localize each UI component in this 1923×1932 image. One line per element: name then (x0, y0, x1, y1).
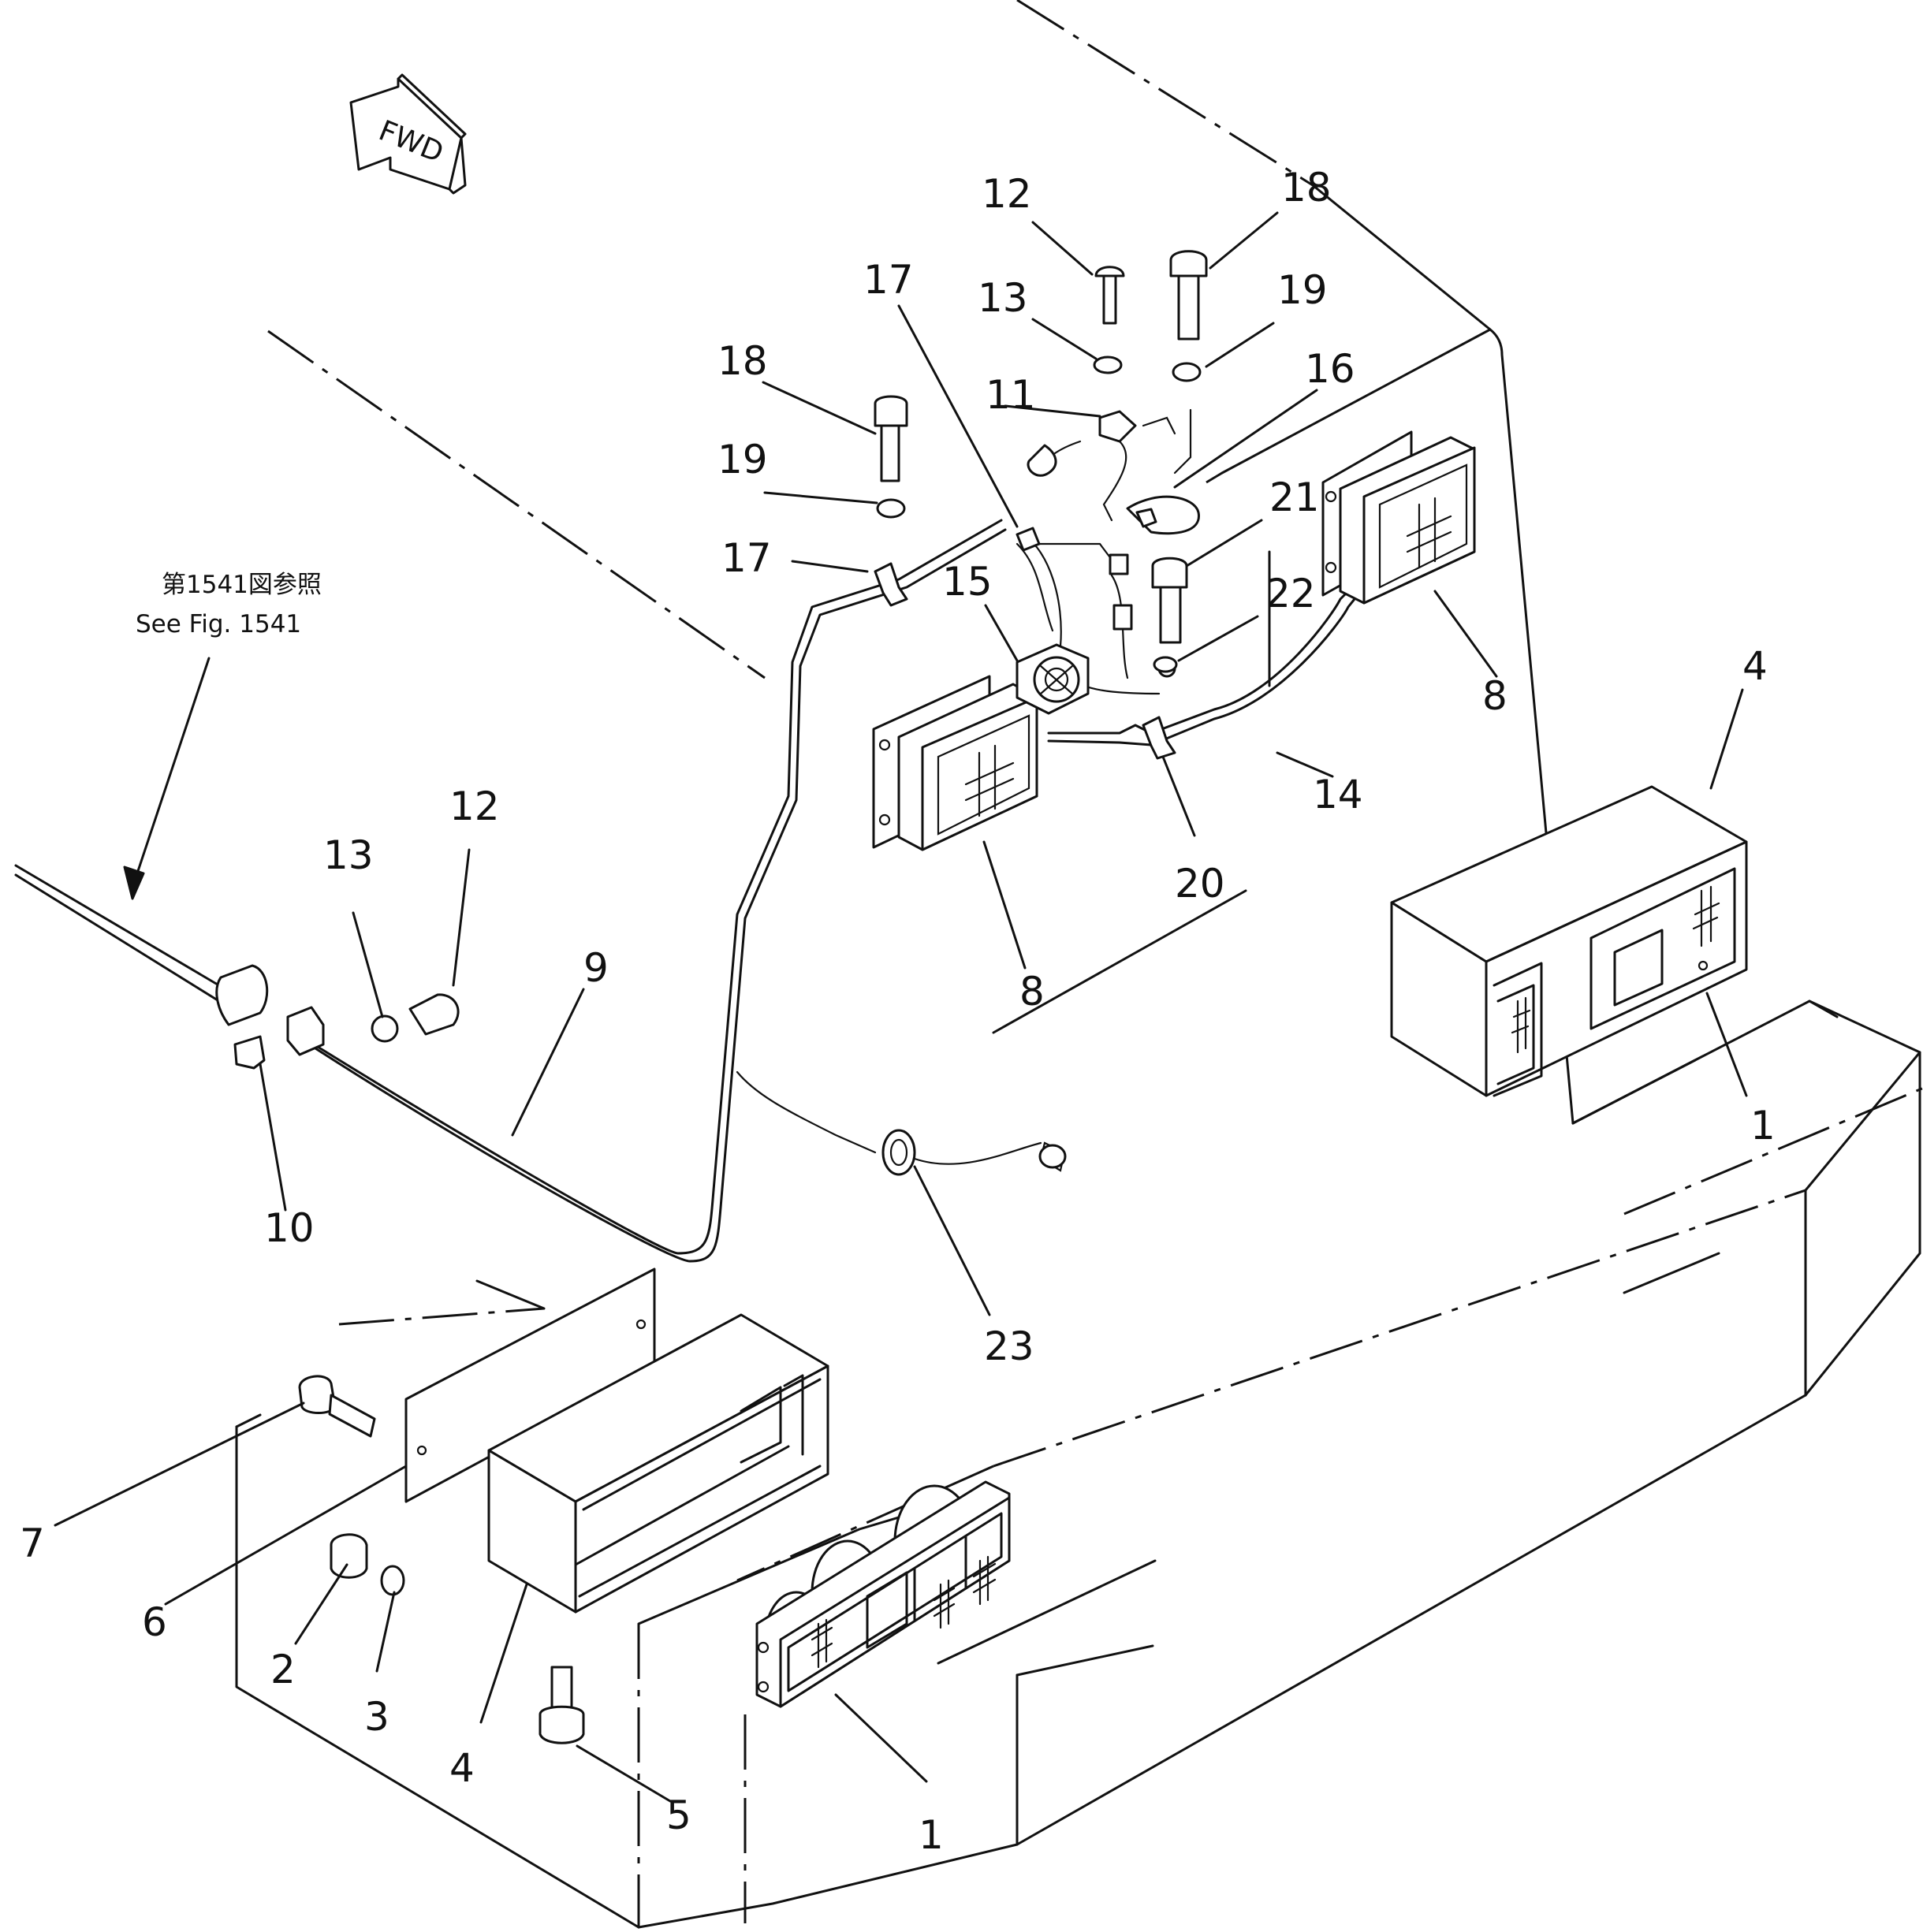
relay-15 (1016, 643, 1090, 715)
callout-8-upper: 8 (1482, 673, 1507, 719)
connector-left (215, 964, 325, 1070)
connectors-clamps (874, 410, 1200, 760)
callout-8-lower: 8 (1019, 969, 1045, 1014)
callout-23: 23 (984, 1323, 1034, 1369)
callout-7: 7 (20, 1521, 45, 1566)
callout-13-mid: 13 (323, 832, 374, 878)
callout-17: 17 (863, 257, 914, 303)
grommet-23 (881, 1129, 1067, 1176)
note-japanese: 第1541図参照 (162, 571, 322, 599)
fwd-arrow-icon: FWD (349, 73, 467, 195)
callout-20: 20 (1175, 861, 1225, 906)
callout-18: 18 (1281, 165, 1332, 210)
lamp-box-right (1390, 785, 1748, 1097)
note-english: See Fig. 1541 (136, 610, 301, 638)
callout-11: 11 (986, 372, 1036, 418)
callout-13: 13 (978, 275, 1028, 321)
callout-12: 12 (982, 171, 1032, 217)
callout-1-right: 1 (1750, 1103, 1776, 1148)
callout-10: 10 (264, 1205, 315, 1251)
callout-22: 22 (1265, 571, 1316, 616)
callout-19: 19 (1277, 267, 1328, 313)
work-lamp-lower (872, 675, 1038, 851)
callout-6: 6 (142, 1599, 167, 1645)
harness-wires (14, 408, 1366, 1263)
callout-14: 14 (1313, 772, 1363, 817)
callout-4-lower: 4 (449, 1745, 475, 1791)
work-lamp-upper (1321, 430, 1476, 605)
callout-2: 2 (270, 1647, 296, 1692)
lamp-box-lower (404, 1268, 829, 1614)
fasteners (298, 250, 1208, 1744)
leader-lines (54, 211, 1748, 1803)
callout-1-lower: 1 (919, 1812, 944, 1858)
callout-18-left: 18 (717, 338, 768, 384)
callout-21: 21 (1269, 475, 1320, 520)
callout-5: 5 (666, 1792, 691, 1838)
callout-9: 9 (583, 945, 609, 991)
callout-4-right: 4 (1742, 643, 1768, 689)
cross-reference-note: 第1541図参照 See Fig. 1541 (123, 571, 322, 900)
tail-lamp-lower (755, 1480, 1011, 1708)
callout-15: 15 (942, 559, 993, 605)
callout-16: 16 (1305, 346, 1355, 392)
callout-19-left: 19 (717, 437, 768, 482)
callout-17-left: 17 (721, 535, 772, 581)
callout-12-mid: 12 (449, 784, 500, 829)
callout-3: 3 (364, 1694, 389, 1740)
callout-labels: 12 18 17 13 19 18 11 16 19 21 17 15 22 8… (20, 165, 1776, 1858)
